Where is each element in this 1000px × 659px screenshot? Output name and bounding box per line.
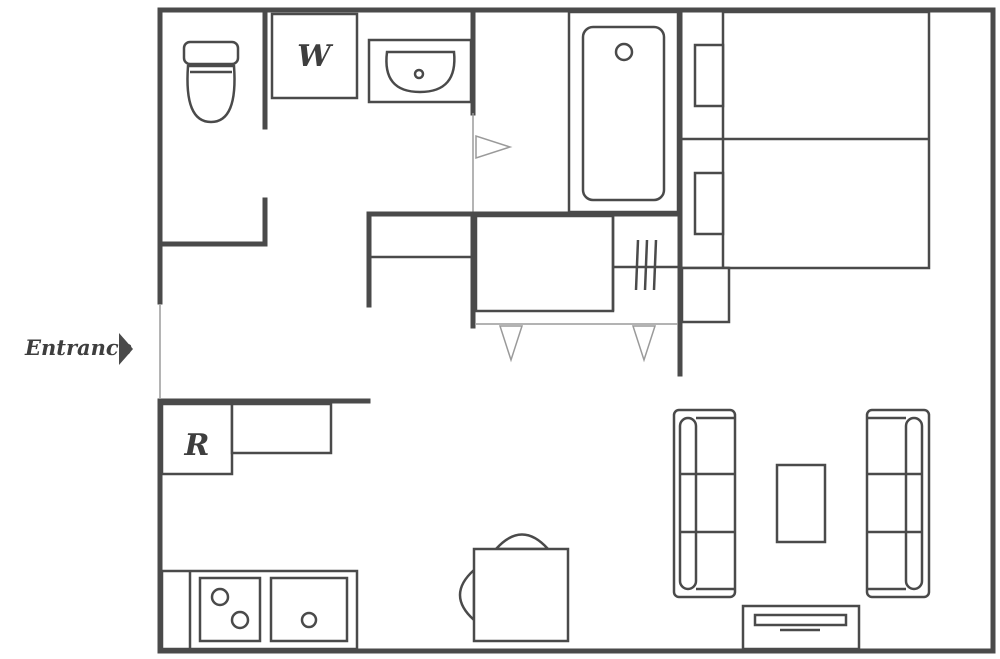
nightstand — [680, 266, 731, 324]
burner-icon — [210, 587, 230, 607]
pillow-bottom — [693, 171, 725, 236]
closet-door-right — [631, 325, 657, 363]
chair-left — [458, 567, 476, 623]
bathroom-sink — [367, 38, 473, 104]
bed — [680, 10, 931, 324]
kitchen-counter — [230, 402, 333, 455]
tv-stand — [741, 604, 861, 651]
chair-top — [493, 533, 551, 551]
stove — [198, 576, 262, 643]
closet — [474, 214, 678, 363]
toilet — [182, 40, 240, 124]
entrance-label: Entrance — [24, 335, 132, 360]
washing-machine: W — [270, 12, 359, 100]
tv-icon — [753, 613, 848, 627]
kitchen-unit — [160, 569, 359, 651]
refrigerator: R — [160, 402, 234, 476]
refrigerator-label: R — [184, 428, 210, 463]
dining-table — [472, 547, 570, 643]
pillow-top — [693, 43, 725, 108]
interior-walls — [157, 9, 683, 404]
hanger-icon — [634, 239, 640, 291]
entrance-arrow-icon — [119, 333, 133, 365]
bathtub — [567, 10, 680, 214]
kitchen-sink — [269, 576, 349, 643]
sofa-left — [672, 408, 737, 599]
entrance-marker: Entrance — [24, 333, 133, 365]
washer-label: W — [297, 39, 334, 74]
coffee-table — [775, 463, 827, 544]
door-swing-icon — [475, 134, 513, 160]
sofa-right — [865, 408, 931, 599]
closet-door-left — [498, 325, 524, 363]
dining-set — [458, 533, 570, 643]
exterior-walls — [157, 7, 996, 654]
burner-icon — [230, 610, 250, 630]
